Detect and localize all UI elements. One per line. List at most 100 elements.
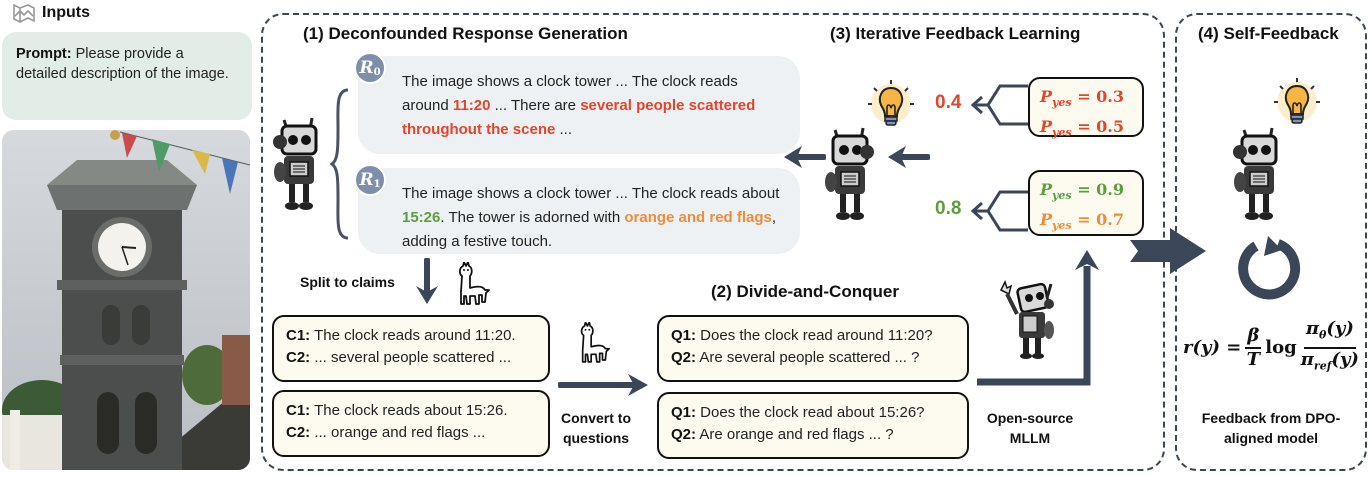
- refresh-cycle-icon: [1238, 236, 1301, 300]
- claim-c2: C2: ... orange and red flags ...: [286, 422, 536, 444]
- formula-numerator: πθ(y): [1303, 318, 1356, 349]
- robot-icon: [825, 127, 874, 220]
- prompt-box: Prompt: Please provide a detailed descri…: [2, 32, 252, 120]
- elbow-up-arrow-icon: [977, 250, 1099, 386]
- response-r1-text: The image shows a clock tower ... The cl…: [402, 185, 780, 202]
- questions-card-r0: Q1: Does the clock read around 11:20? Q2…: [657, 315, 969, 382]
- claim-text: The clock reads about 15:26.: [310, 402, 508, 419]
- section2-title: (2) Divide-and-Conquer: [711, 282, 899, 301]
- response-r1-text3: , adding a festive touch.: [402, 209, 777, 250]
- p-symbol: P: [1040, 87, 1053, 106]
- lightbulb-icon: [868, 80, 914, 126]
- robot-icon: [273, 117, 318, 210]
- section1-title: (1) Deconfounded Response Generation: [303, 24, 628, 43]
- claim-text: ... several people scattered ...: [310, 349, 512, 366]
- claim-c1: C1: The clock reads around 11:20.: [286, 325, 536, 347]
- questions-card-r1: Q1: Does the clock read about 15:26? Q2:…: [657, 392, 969, 459]
- question-label: Q1:: [671, 404, 697, 421]
- pi-sub: θ: [1319, 328, 1327, 342]
- clock-tower-image: [2, 130, 250, 470]
- left-arrow-icon: [888, 146, 930, 168]
- p-sub: yes: [1052, 96, 1072, 110]
- claims-card-r1: C1: The clock reads about 15:26. C2: ...…: [272, 390, 550, 457]
- llama-icon: [580, 322, 610, 363]
- p-symbol: P: [1040, 180, 1053, 199]
- p-symbol: P: [1040, 210, 1053, 230]
- formula-beta: β: [1245, 325, 1262, 349]
- p-value: 0.7: [1096, 210, 1125, 230]
- right-arrow-icon: [558, 374, 648, 396]
- probability-q2: Pyes = 0.5: [1040, 115, 1132, 145]
- badge-sub: 1: [373, 178, 381, 190]
- question-label: Q2:: [671, 349, 697, 366]
- formula-log: log: [1265, 337, 1297, 359]
- equals: =: [1071, 180, 1097, 199]
- claim-label: C2:: [286, 349, 311, 366]
- badge-letter: R: [359, 170, 374, 190]
- p-sub: yes: [1052, 126, 1072, 140]
- question-label: Q1:: [671, 327, 697, 344]
- pi-arg: (y): [1331, 348, 1359, 370]
- claims-card-r0: C1: The clock reads around 11:20. C2: ..…: [272, 315, 550, 382]
- question-q1: Q1: Does the clock read around 11:20?: [671, 325, 955, 347]
- down-arrow-icon: [416, 258, 438, 304]
- p-sub: yes: [1052, 189, 1072, 203]
- section4-title: (4) Self-Feedback: [1198, 24, 1339, 43]
- split-to-claims-label: Split to claims: [300, 274, 395, 290]
- input-image: [2, 130, 250, 470]
- p-value: 0.9: [1096, 180, 1125, 199]
- response-r0-text: The image shows a clock tower ... The cl…: [402, 73, 738, 114]
- question-text: Does the clock read around 11:20?: [696, 327, 933, 344]
- pi-arg: (y): [1326, 318, 1354, 339]
- merge-arrow-icon: [970, 84, 1028, 126]
- equals: =: [1071, 210, 1097, 230]
- badge-sub: 0: [373, 66, 381, 78]
- left-arrow-icon: [784, 146, 826, 168]
- claim-text: The clock reads around 11:20.: [310, 327, 516, 344]
- feedback-caption: Feedback from DPO-aligned model: [1201, 410, 1341, 446]
- question-text: Are several people scattered ... ?: [696, 349, 920, 366]
- mllm-robot-icon: [999, 280, 1054, 359]
- probability-q1: Pyes = 0.9: [1040, 178, 1132, 208]
- question-label: Q2:: [671, 426, 697, 443]
- claim-c1: C1: The clock reads about 15:26.: [286, 400, 536, 422]
- response-r1-highlight: orange and red flags: [624, 209, 772, 226]
- merge-arrow-icon: [970, 190, 1028, 232]
- question-q2: Q2: Are orange and red flags ... ?: [671, 424, 955, 446]
- response-r1-time: 15:26: [402, 209, 441, 226]
- response-r0-text2: ... There are: [490, 97, 581, 114]
- probability-q2: Pyes = 0.7: [1040, 208, 1132, 238]
- convert-to-questions-label: Convert to questions: [561, 410, 631, 446]
- formula-T: T: [1246, 348, 1260, 370]
- p-value: 0.5: [1096, 117, 1125, 137]
- prompt-label: Prompt:: [16, 46, 72, 62]
- formula-denominator: πref(y): [1301, 349, 1359, 378]
- question-q2: Q2: Are several people scattered ... ?: [671, 347, 955, 369]
- claim-c2: C2: ... several people scattered ...: [286, 347, 536, 369]
- equals: =: [1071, 87, 1097, 106]
- reward-formula: r(y) = β T log πθ(y) πref(y): [1183, 318, 1359, 377]
- claim-label: C1:: [286, 402, 311, 419]
- inputs-header: Inputs: [12, 2, 90, 24]
- response-r0: The image shows a clock tower ... The cl…: [358, 56, 800, 154]
- score-r1: 0.8: [935, 198, 962, 219]
- pi-symbol: π: [1300, 348, 1314, 370]
- pi-sub: ref: [1313, 359, 1332, 373]
- open-source-mllm-label: Open-source MLLM: [986, 410, 1074, 446]
- llama-icon: [458, 262, 490, 305]
- p-value: 0.3: [1096, 87, 1125, 106]
- probability-box-r0: Pyes = 0.3 Pyes = 0.5: [1028, 77, 1144, 139]
- lightbulb-icon: [1274, 78, 1320, 124]
- p-sub: yes: [1052, 219, 1072, 233]
- pi-symbol: π: [1305, 318, 1319, 339]
- question-text: Does the clock read about 15:26?: [696, 404, 925, 421]
- formula-beta-over-T: β T: [1245, 325, 1262, 371]
- big-right-arrow-icon: [1130, 228, 1206, 274]
- response-r1: The image shows a clock tower ... The cl…: [358, 168, 800, 254]
- brace-icon: [330, 88, 349, 240]
- probability-q1: Pyes = 0.3: [1040, 85, 1132, 115]
- response-r1-text2: . The tower is adorned with: [440, 209, 625, 226]
- section3-title: (3) Iterative Feedback Learning: [830, 24, 1081, 43]
- question-q1: Q1: Does the clock read about 15:26?: [671, 402, 955, 424]
